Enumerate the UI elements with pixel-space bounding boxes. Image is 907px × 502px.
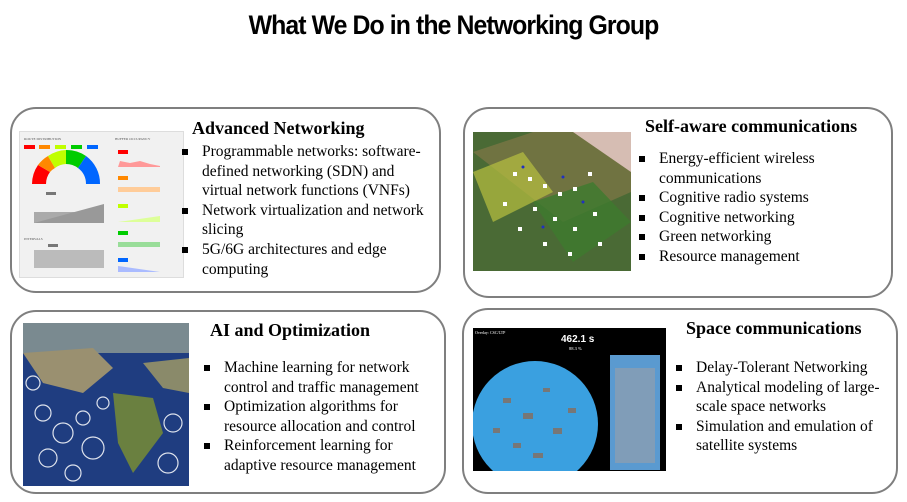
bullet-list: Programmable networks: software-defined … [180,142,438,279]
route-distribution-label: ROUTE DISTRIBUTION [24,137,62,141]
panel-heading: Space communications [686,318,862,338]
network-dashboard-image: ROUTE DISTRIBUTION BUFFER OCCUPANCY INTE… [19,131,184,278]
dashboard-chart-graphic: ROUTE DISTRIBUTION BUFFER OCCUPANCY INTE… [24,137,160,272]
panel-advanced-networking: ROUTE DISTRIBUTION BUFFER OCCUPANCY INTE… [10,107,441,293]
buffer-occupancy-label: BUFFER OCCUPANCY [115,137,151,141]
svg-text:INTERVALS: INTERVALS [24,237,43,241]
list-item: Energy-efficient wireless communications [637,149,887,188]
list-item: Delay-Tolerant Networking [674,358,896,378]
bullet-list: Energy-efficient wireless communications… [637,149,887,267]
overlay-label: Overlay: CSC/LTP [475,330,506,335]
list-item: Cognitive radio systems [637,188,887,208]
panel-self-aware-communications: Self-aware communications Energy-efficie… [463,107,893,298]
list-item: Analytical modeling of large-scale space… [674,378,896,417]
list-item: Programmable networks: software-defined … [180,142,438,201]
list-item: 5G/6G architectures and edge computing [180,240,438,279]
sim-percent-label: 88.3 % [569,346,582,351]
list-item: Machine learning for network control and… [202,358,442,397]
panel-heading: Advanced Networking [192,118,365,138]
list-item: Green networking [637,227,887,247]
sim-time-label: 462.1 s [561,334,595,345]
list-item: Cognitive networking [637,208,887,228]
global-map-image [23,323,189,486]
list-item: Simulation and emulation of satellite sy… [674,417,896,456]
satellite-simulation-image: Overlay: CSC/LTP 462.1 s 88.3 % [473,328,666,471]
list-item: Network virtualization and network slici… [180,201,438,240]
panel-ai-optimization: AI and Optimization Machine learning for… [10,310,446,494]
list-item: Optimization algorithms for resource all… [202,397,442,436]
wireless-network-simulation-image [473,132,631,271]
panel-space-communications: Overlay: CSC/LTP 462.1 s 88.3 % Space co… [462,308,898,494]
panel-heading: AI and Optimization [210,320,371,340]
page-title: What We Do in the Networking Group [248,10,660,40]
bullet-list: Delay-Tolerant Networking Analytical mod… [674,358,896,456]
bullet-list: Machine learning for network control and… [202,358,442,476]
panel-heading: Self-aware communications [645,116,858,136]
list-item: Reinforcement learning for adaptive reso… [202,436,442,475]
list-item: Resource management [637,247,887,267]
